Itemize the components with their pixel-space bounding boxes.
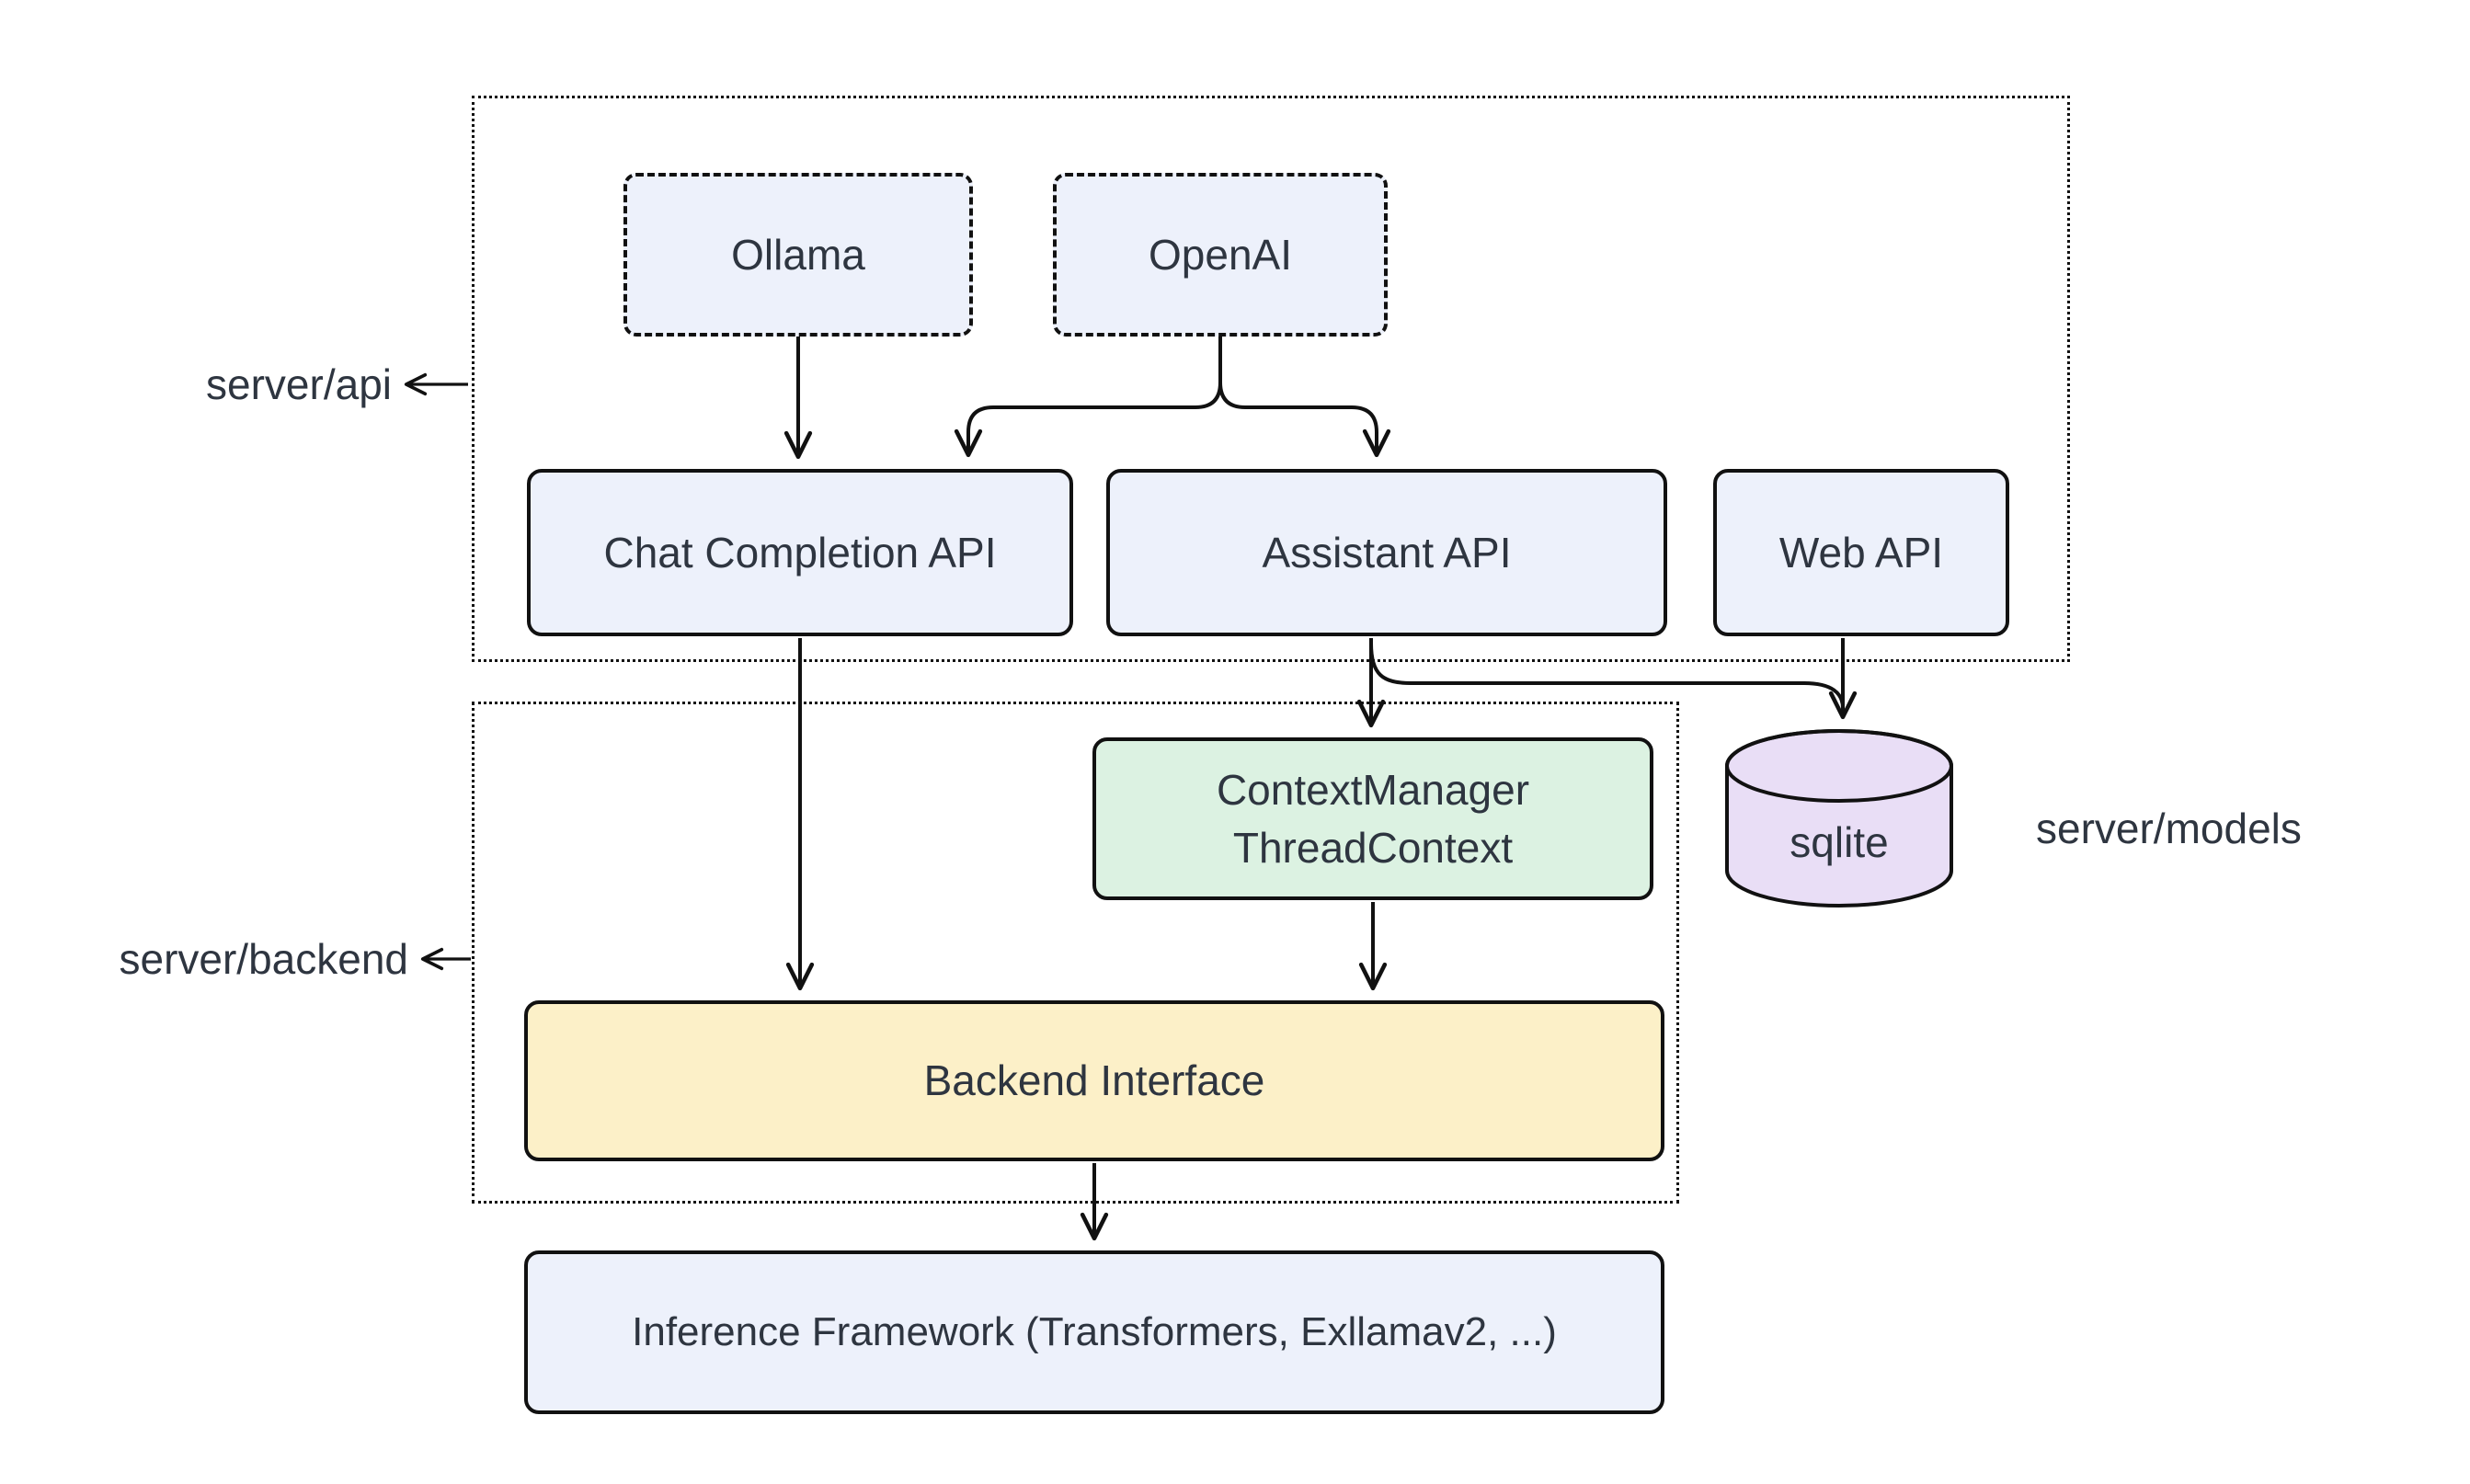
node-openai-label: OpenAI	[1149, 230, 1292, 279]
node-chat-completion-api-label: Chat Completion API	[603, 528, 997, 576]
node-context-manager-line1: ContextManager	[1216, 766, 1530, 815]
node-inference-framework: Inference Framework (Transformers, Exlla…	[524, 1250, 1664, 1414]
node-chat-completion-api: Chat Completion API	[527, 469, 1073, 636]
node-backend-interface: Backend Interface	[524, 1000, 1664, 1161]
label-server-models: server/models	[2036, 805, 2302, 852]
node-web-api-label: Web API	[1778, 528, 1944, 576]
node-ollama: Ollama	[623, 173, 973, 337]
node-inference-framework-label: Inference Framework (Transformers, Exlla…	[632, 1309, 1557, 1355]
node-assistant-api-label: Assistant API	[1262, 528, 1512, 576]
node-openai: OpenAI	[1053, 173, 1388, 337]
node-backend-interface-label: Backend Interface	[923, 1056, 1265, 1105]
server-api-container	[472, 96, 2070, 662]
node-assistant-api: Assistant API	[1106, 469, 1667, 636]
node-ollama-label: Ollama	[731, 230, 865, 279]
label-server-api: server/api	[206, 360, 392, 408]
label-server-backend: server/backend	[119, 935, 409, 983]
node-context-manager: ContextManager ThreadContext	[1092, 737, 1653, 900]
node-context-manager-line2: ThreadContext	[1232, 823, 1514, 872]
server-backend-container	[472, 702, 1679, 1204]
sqlite-cylinder-top-rim	[1725, 729, 1953, 803]
node-sqlite-label: sqlite	[1790, 818, 1889, 866]
node-web-api: Web API	[1713, 469, 2009, 636]
